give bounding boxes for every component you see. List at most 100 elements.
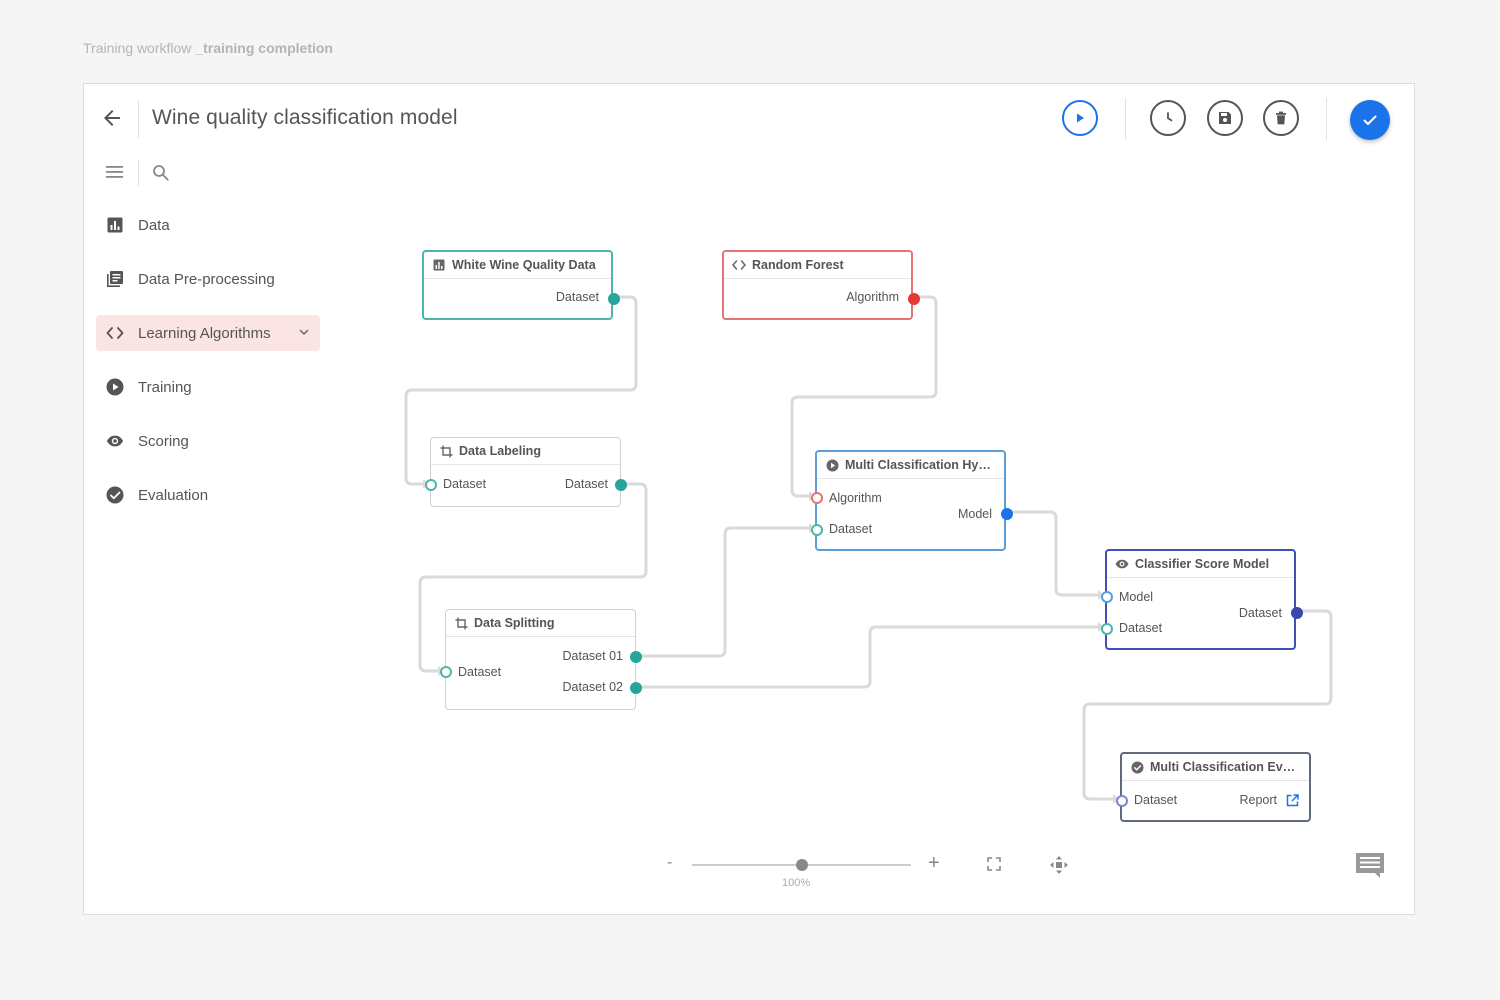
output-port-algorithm[interactable] [908, 293, 920, 305]
arrow-left-icon [104, 110, 120, 126]
sidebar-item-data[interactable]: Data [96, 207, 320, 243]
node-header: Multi Classification Hyper... [817, 452, 1004, 479]
app-window: Wine quality classification model [83, 83, 1415, 915]
history-button[interactable] [1150, 100, 1186, 136]
input-port-dataset[interactable] [1101, 623, 1113, 635]
node-multi-classification-evaluation[interactable]: Multi Classification Evalu... Dataset Re… [1116, 752, 1311, 822]
connection-wire [635, 526, 809, 658]
check-circle-icon [106, 486, 124, 504]
open-in-new-icon[interactable] [1286, 794, 1299, 812]
sidebar-item-label: Training [138, 378, 192, 396]
bar-chart-icon [432, 258, 446, 272]
input-port-model[interactable] [1101, 591, 1113, 603]
port-label-dataset-in: Dataset [829, 522, 873, 536]
report-link[interactable]: Report [1239, 793, 1277, 807]
sidebar-item-label: Learning Algorithms [138, 324, 271, 342]
node-header: Random Forest [724, 252, 911, 279]
comment-icon[interactable] [1355, 851, 1385, 884]
connection-wire [635, 625, 1098, 689]
input-port-dataset[interactable] [1116, 795, 1128, 807]
output-port-dataset[interactable] [608, 293, 620, 305]
play-circle-icon [825, 458, 839, 472]
node-data-splitting[interactable]: Data Splitting Dataset Dataset 01 Datase… [440, 609, 642, 710]
eye-icon [1115, 557, 1129, 571]
save-button[interactable] [1207, 100, 1243, 136]
node-title: Multi Classification Evalu... [1150, 760, 1300, 774]
input-port-dataset[interactable] [425, 479, 437, 491]
port-label-dataset-out: Dataset [1238, 606, 1282, 620]
node-data-labeling[interactable]: Data Labeling Dataset Dataset [425, 437, 627, 507]
crop-icon [454, 616, 468, 630]
search-divider [138, 160, 139, 186]
node-title: Data Splitting [474, 616, 555, 630]
confirm-button[interactable] [1350, 100, 1390, 140]
node-header: Multi Classification Evalu... [1122, 754, 1309, 781]
port-label-dataset-in: Dataset [443, 477, 487, 491]
play-icon [1077, 113, 1084, 123]
code-icon [732, 258, 746, 272]
output-port-model[interactable] [1001, 508, 1013, 520]
node-title: Classifier Score Model [1135, 557, 1270, 571]
node-white-wine-quality-data[interactable]: White Wine Quality Data Dataset [422, 250, 620, 320]
menu-icon[interactable] [106, 165, 124, 184]
output-port-dataset-01[interactable] [630, 651, 642, 663]
back-button[interactable] [100, 106, 124, 130]
sidebar-item-label: Data Pre-processing [138, 270, 275, 288]
sidebar-item-evaluation[interactable]: Evaluation [96, 477, 320, 513]
zoom-out-button[interactable]: - [667, 854, 673, 871]
port-label-dataset-02: Dataset 02 [562, 680, 623, 694]
output-port-dataset[interactable] [1291, 607, 1303, 619]
port-label-dataset-out: Dataset [564, 477, 608, 491]
zoom-in-button[interactable]: + [928, 852, 940, 874]
code-icon [106, 324, 124, 342]
sidebar-item-data-pre-processing[interactable]: Data Pre-processing [96, 261, 320, 297]
output-port-dataset[interactable] [615, 479, 627, 491]
pan-move-icon[interactable] [1049, 855, 1069, 880]
output-port-dataset-02[interactable] [630, 682, 642, 694]
clock-icon [1167, 112, 1173, 122]
sidebar-item-training[interactable]: Training [96, 369, 320, 405]
port-label-dataset-01: Dataset 01 [562, 649, 623, 663]
bar-chart-icon [106, 216, 124, 234]
crop-icon [439, 444, 453, 458]
check-circle-icon [1130, 760, 1144, 774]
eye-icon [106, 432, 124, 450]
check-icon [1363, 115, 1377, 125]
port-label-model-out: Model [957, 507, 992, 521]
zoom-slider-thumb[interactable] [795, 859, 808, 871]
node-header: White Wine Quality Data [424, 252, 611, 279]
node-classifier-score-model[interactable]: Classifier Score Model Model Dataset Dat… [1101, 549, 1303, 650]
input-port-dataset[interactable] [811, 524, 823, 536]
sidebar-item-label: Data [138, 216, 170, 234]
run-button[interactable] [1062, 100, 1098, 136]
connection-wire [1005, 510, 1098, 597]
port-label-dataset-out: Dataset [555, 290, 599, 304]
sidebar-item-scoring[interactable]: Scoring [96, 423, 320, 459]
node-title: White Wine Quality Data [452, 258, 596, 272]
port-label-algorithm-out: Algorithm [846, 290, 899, 304]
input-port-dataset[interactable] [440, 666, 452, 678]
node-random-forest[interactable]: Random Forest Algorithm [722, 250, 920, 320]
sidebar-item-label: Scoring [138, 432, 189, 450]
play-circle-icon [106, 378, 124, 396]
chevron-down-icon[interactable] [298, 325, 310, 343]
search-icon[interactable] [152, 164, 170, 187]
page-title: Wine quality classification model [152, 106, 458, 129]
caption-suffix: _training completion [195, 40, 333, 56]
node-header: Classifier Score Model [1107, 551, 1294, 578]
zoom-level: 100% [782, 877, 811, 889]
node-title: Multi Classification Hyper... [845, 458, 995, 472]
trash-icon [1276, 111, 1286, 125]
fit-screen-icon[interactable] [987, 857, 1001, 876]
port-label-dataset-in: Dataset [1119, 621, 1163, 635]
delete-button[interactable] [1263, 100, 1299, 136]
node-title: Data Labeling [459, 444, 541, 458]
page-caption: Training workflow _training completion [83, 40, 333, 56]
toolbar-divider [1326, 98, 1327, 140]
node-multi-classification-hyper[interactable]: Multi Classification Hyper... Algorithm … [811, 450, 1013, 551]
input-port-algorithm[interactable] [811, 492, 823, 504]
node-header: Data Splitting [446, 610, 635, 637]
sidebar-item-learning-algorithms[interactable]: Learning Algorithms [96, 315, 320, 351]
port-label-dataset-in: Dataset [458, 665, 502, 679]
library-icon [106, 270, 124, 288]
